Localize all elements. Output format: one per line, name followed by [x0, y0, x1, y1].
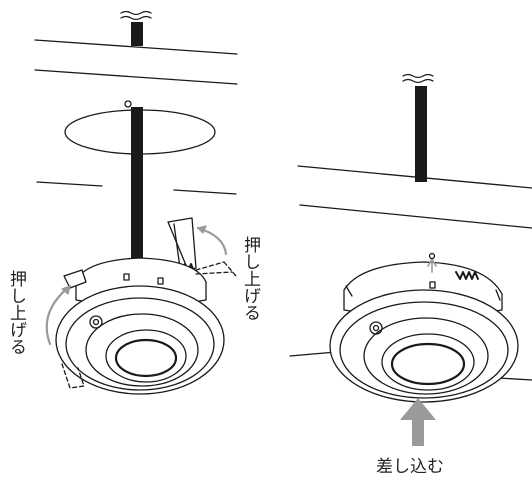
trim-ring-mid-left	[65, 297, 215, 391]
right-panel	[289, 73, 532, 446]
lens-left	[114, 338, 178, 378]
hanging-rod-right	[415, 86, 427, 182]
spring-clip-left	[63, 269, 87, 289]
trim-screw-right	[369, 321, 383, 335]
trim-ring-inner-left	[85, 313, 199, 387]
ceiling-slab-line-bottom-right	[299, 204, 532, 229]
ceiling-slab-line-top-right	[297, 165, 532, 189]
label-insert: 差し込む	[376, 457, 444, 477]
lens-bezel-left	[105, 329, 187, 383]
break-mark-left	[120, 10, 152, 21]
label-push-up-left: 押し上げる	[6, 270, 26, 355]
lens-right	[390, 342, 466, 386]
dashed-path-right	[195, 261, 237, 277]
ceiling-board-line-left-b	[173, 189, 237, 195]
left-panel	[34, 10, 238, 395]
trim-ring-outer-right	[329, 289, 519, 403]
insert-up-arrow	[400, 398, 436, 446]
trim-ring-inner-right	[363, 317, 489, 395]
dashed-path-left	[61, 363, 85, 389]
hanging-rod-upper-left	[131, 22, 143, 46]
label-push-up-right: 押し上げる	[240, 236, 260, 321]
trim-ring-mid-right	[339, 301, 509, 399]
lens-bezel-right	[381, 333, 475, 391]
rod-nut-top	[124, 100, 132, 108]
ceiling-board-line-left-a	[36, 181, 103, 187]
ceiling-slab-line-bottom-left	[34, 69, 238, 85]
break-mark-right	[402, 73, 434, 84]
ceiling-board-line-right-a	[289, 351, 337, 357]
hanging-rod-left	[131, 107, 143, 265]
ceiling-board-line-right-b	[497, 377, 532, 381]
trim-screw-left	[89, 315, 103, 329]
ceiling-slab-line-top-left	[34, 39, 238, 55]
spring-coil-right-panel	[455, 271, 479, 280]
